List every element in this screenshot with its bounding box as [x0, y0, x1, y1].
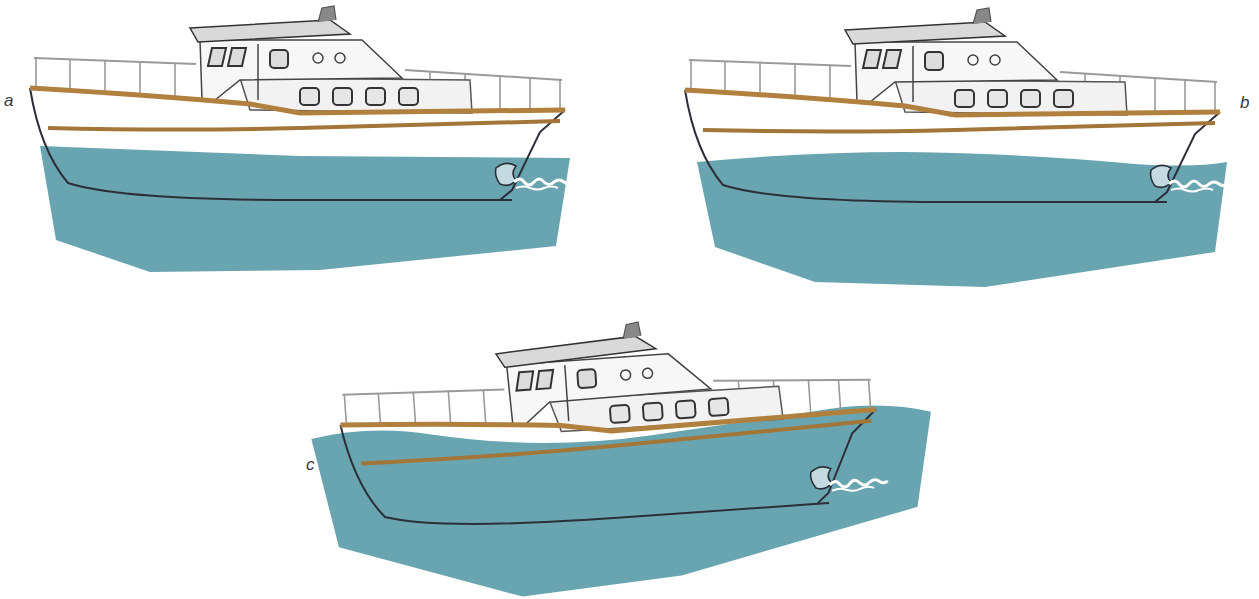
water	[40, 146, 570, 272]
boat-detail	[30, 6, 572, 200]
water	[697, 152, 1227, 287]
boat-a	[30, 6, 572, 272]
panel-letter: a	[4, 92, 13, 109]
boat-c	[305, 302, 942, 599]
boat-b	[685, 8, 1227, 287]
boat-detail	[335, 305, 889, 536]
panel-letter: b	[1240, 94, 1249, 111]
panel-letter: c	[306, 456, 315, 473]
boat-detail	[685, 8, 1227, 202]
